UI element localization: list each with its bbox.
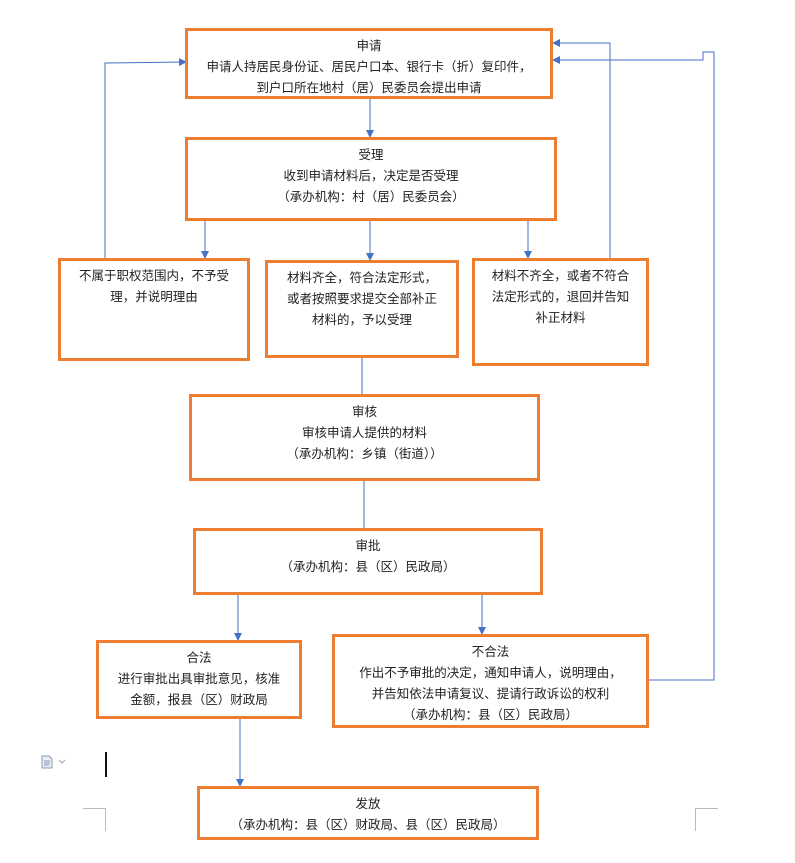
arrow-incomplete-back [552,39,611,258]
node-title: 合法 [186,650,212,665]
node-title: 审核 [351,404,377,419]
node-text: （承办机构：县（区）民政局） [402,707,578,722]
node-text: 不属于职权范围内，不予受 [78,268,229,283]
node-text: 金额，报县（区）财政局 [130,692,268,707]
node-approve: 审批 （承办机构：县（区）民政局） [193,528,543,595]
node-text: （承办机构：县（区）财政局、县（区）民政局） [230,817,506,832]
node-text: 审核申请人提供的材料 [301,425,427,440]
node-text: （承办机构：乡镇（街道）） [286,446,443,461]
node-reject: 不属于职权范围内，不予受 理，并说明理由 [58,258,250,361]
arrow-illegal-back [552,51,715,681]
node-title: 发放 [355,796,381,811]
node-text: 收到申请材料后，决定是否受理 [283,168,459,183]
node-illegal: 不合法 作出不予审批的决定，通知申请人，说明理由， 并告知依法申请复议、提请行政… [332,634,649,728]
node-text: 补正材料 [535,310,586,325]
node-text: 申请人持居民身份证、居民户口本、银行卡（折）复印件， [206,59,532,74]
node-text: 法定形式的，退回并告知 [491,289,630,304]
node-issue: 发放 （承办机构：县（区）财政局、县（区）民政局） [197,786,539,840]
node-text: 作出不予审批的决定，通知申请人，说明理由， [359,665,622,680]
node-text: 理，并说明理由 [110,289,198,304]
node-text: 进行审批出具审批意见，核准 [117,671,281,686]
node-title: 审批 [355,538,381,553]
node-text: 材料不齐全，或者不符合 [491,268,630,283]
node-complete: 材料齐全，符合法定形式， 或者按照要求提交全部补正 材料的，予以受理 [265,260,459,358]
node-text: （承办机构：县（区）民政局） [280,559,456,574]
arrow-reject-back [104,58,187,258]
node-text: （承办机构：村（居）民委员会） [277,189,465,204]
node-incomplete: 材料不齐全，或者不符合 法定形式的，退回并告知 补正材料 [472,258,649,366]
node-title: 受理 [358,147,384,162]
node-text: 或者按照要求提交全部补正 [286,291,437,306]
crop-mark-right [695,808,718,831]
node-review: 审核 审核申请人提供的材料 （承办机构：乡镇（街道）） [189,394,540,481]
node-accept: 受理 收到申请材料后，决定是否受理 （承办机构：村（居）民委员会） [185,137,557,221]
node-text: 材料的，予以受理 [311,312,412,327]
node-apply: 申请 申请人持居民身份证、居民户口本、银行卡（折）复印件， 到户口所在地村（居）… [185,28,553,99]
text-cursor [105,752,107,777]
chevron-down-icon[interactable] [58,759,66,765]
node-title: 不合法 [471,644,510,659]
node-text: 并告知依法申请复议、提请行政诉讼的权利 [371,686,610,701]
node-title: 申请 [356,38,382,53]
node-text: 材料齐全，符合法定形式， [286,270,437,285]
node-legal: 合法 进行审批出具审批意见，核准 金额，报县（区）财政局 [96,640,302,719]
crop-mark-left [83,808,106,831]
node-text: 到户口所在地村（居）民委员会提出申请 [256,80,482,95]
document-icon[interactable] [40,755,54,769]
